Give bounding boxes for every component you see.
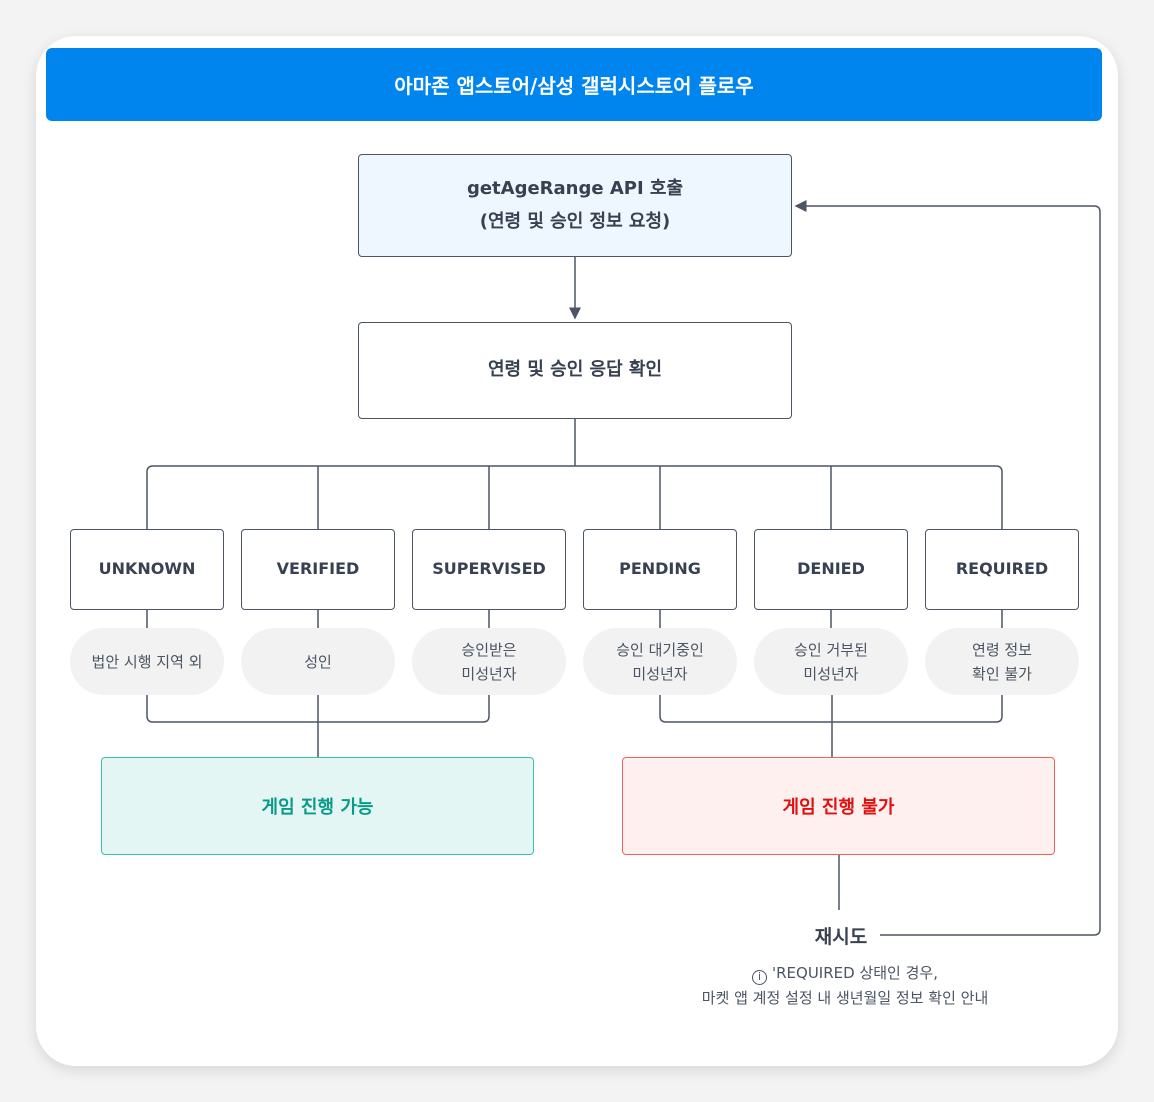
desc-text: 미성년자 bbox=[803, 664, 859, 683]
desc-text: 승인받은 bbox=[461, 640, 517, 659]
response-check-box: 연령 및 승인 응답 확인 bbox=[358, 322, 792, 419]
desc-text: 확인 불가 bbox=[972, 664, 1032, 683]
note-line2: 마켓 앱 계정 설정 내 생년월일 정보 확인 안내 bbox=[701, 989, 989, 1007]
desc-text: 승인 거부된 bbox=[794, 640, 868, 659]
desc-text: 연령 정보 bbox=[972, 640, 1032, 659]
status-pending: PENDING bbox=[583, 529, 737, 610]
branch-line bbox=[146, 465, 1003, 529]
note-text: 'REQUIRED 상태인 경우, bbox=[772, 964, 938, 983]
desc-unknown: 법안 시행 지역 외 bbox=[70, 628, 224, 695]
info-icon: i bbox=[752, 970, 767, 986]
note-line1: i 'REQUIRED 상태인 경우, bbox=[752, 961, 938, 986]
status-unknown: UNKNOWN bbox=[70, 529, 224, 610]
retry-label: 재시도 bbox=[814, 925, 868, 948]
status-required: REQUIRED bbox=[925, 529, 1079, 610]
diagram-title: 아마존 앱스토어/삼성 갤럭시스토어 플로우 bbox=[46, 48, 1102, 121]
status-verified: VERIFIED bbox=[241, 529, 395, 610]
api-call-sublabel: (연령 및 승인 정보 요청) bbox=[479, 210, 671, 232]
merge-allowed bbox=[146, 695, 490, 757]
game-blocked-box: 게임 진행 불가 bbox=[622, 757, 1055, 855]
desc-text: 승인 대기중인 bbox=[616, 640, 704, 659]
api-call-label: getAgeRange API 호출 bbox=[466, 178, 684, 200]
api-call-box: getAgeRange API 호출 (연령 및 승인 정보 요청) bbox=[358, 154, 792, 257]
merge-blocked bbox=[659, 695, 1003, 757]
retry-arrow bbox=[794, 200, 1101, 936]
status-denied: DENIED bbox=[754, 529, 908, 610]
desc-text: 미성년자 bbox=[632, 664, 688, 683]
desc-verified: 성인 bbox=[241, 628, 395, 695]
desc-text: 법안 시행 지역 외 bbox=[91, 652, 203, 671]
desc-text: 미성년자 bbox=[461, 664, 517, 683]
desc-text: 성인 bbox=[304, 652, 332, 671]
status-supervised: SUPERVISED bbox=[412, 529, 566, 610]
game-allowed-box: 게임 진행 가능 bbox=[101, 757, 534, 855]
required-note: i 'REQUIRED 상태인 경우, 마켓 앱 계정 설정 내 생년월일 정보 … bbox=[660, 958, 1030, 1014]
